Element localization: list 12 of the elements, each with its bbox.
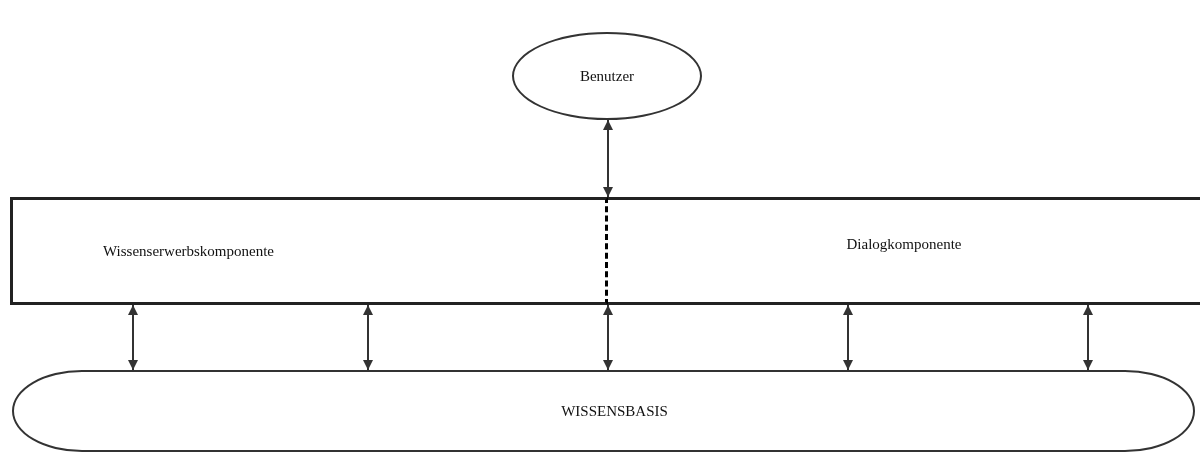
node-label: Wissenserwerbskomponente [103,242,275,260]
double-arrow [363,304,373,371]
double-arrow [128,304,138,371]
component-box [608,197,1200,305]
double-arrow [843,304,853,371]
double-arrow [603,304,613,371]
double-arrow [1083,304,1093,371]
component-box [10,197,608,305]
double-arrow [603,119,613,198]
node-label: Benutzer [579,67,635,85]
node-label: WISSENSBASIS [561,402,668,420]
node-label: Dialogkomponente [846,235,962,253]
